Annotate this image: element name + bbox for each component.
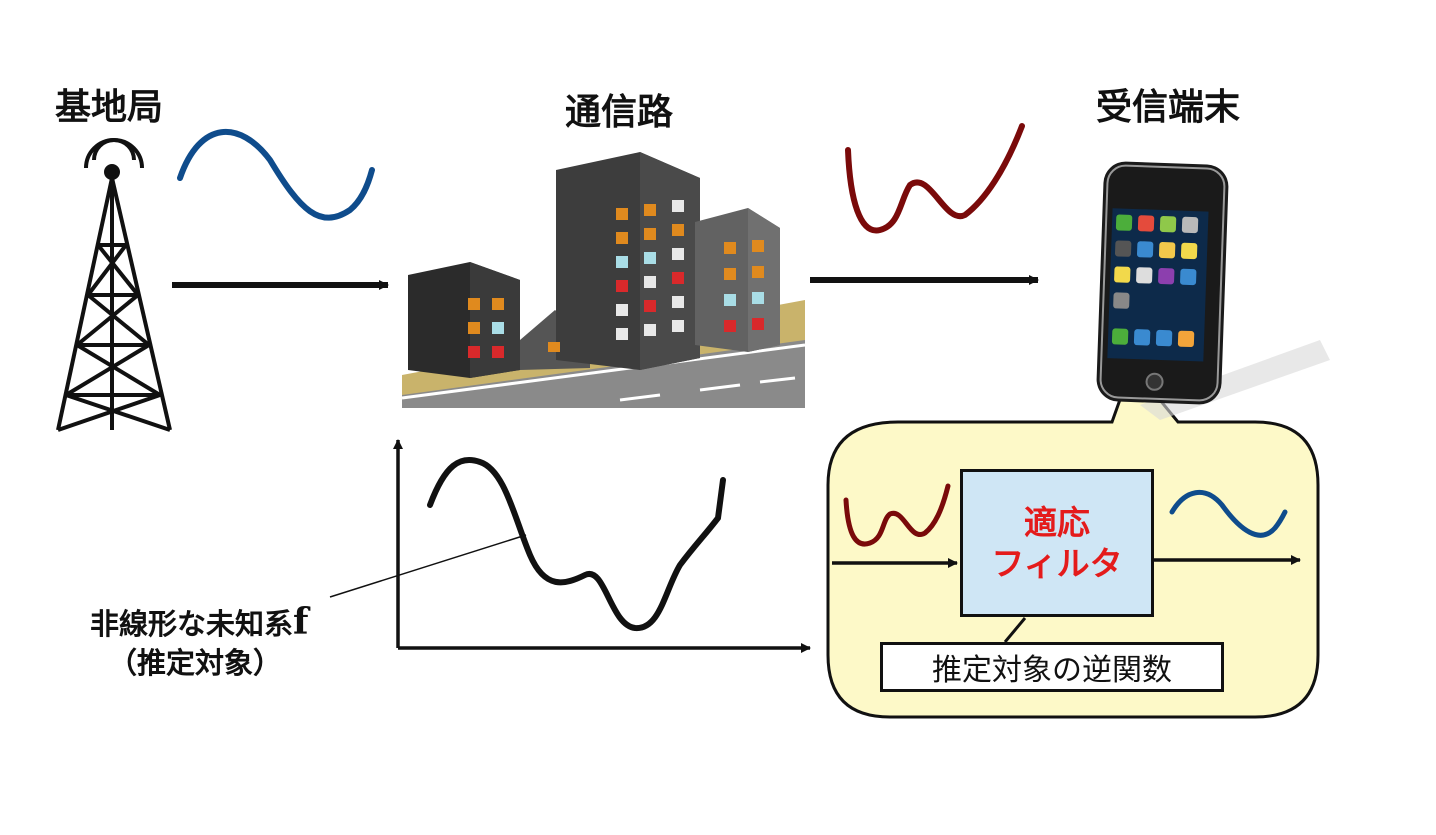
clean-wave-icon	[180, 132, 372, 218]
inverse-function-box: 推定対象の逆関数	[880, 642, 1224, 692]
base-station-label: 基地局	[55, 90, 163, 126]
nonlinear-curve	[430, 460, 723, 628]
adaptive-filter-block: 適応 フィルタ	[960, 469, 1154, 617]
system-label-leader	[330, 535, 526, 597]
system-label-line1: 非線形な未知系	[90, 607, 293, 641]
system-label-line2: （推定対象）	[90, 645, 309, 681]
receiver-label: 受信端末	[1096, 90, 1240, 126]
filter-title-line1: 適応	[1024, 502, 1090, 543]
antenna-tower-icon	[58, 140, 170, 430]
channel-label: 通信路	[565, 95, 673, 131]
filter-title-line2: フィルタ	[991, 543, 1122, 584]
system-symbol: f	[293, 601, 309, 643]
distorted-wave-icon	[848, 126, 1022, 230]
buildings-icon	[402, 152, 805, 408]
system-label: 非線形な未知系f （推定対象）	[90, 600, 309, 681]
inverse-function-label: 推定対象の逆関数	[932, 645, 1172, 689]
system-plot-axes	[398, 440, 810, 648]
smartphone-icon	[1096, 161, 1330, 420]
